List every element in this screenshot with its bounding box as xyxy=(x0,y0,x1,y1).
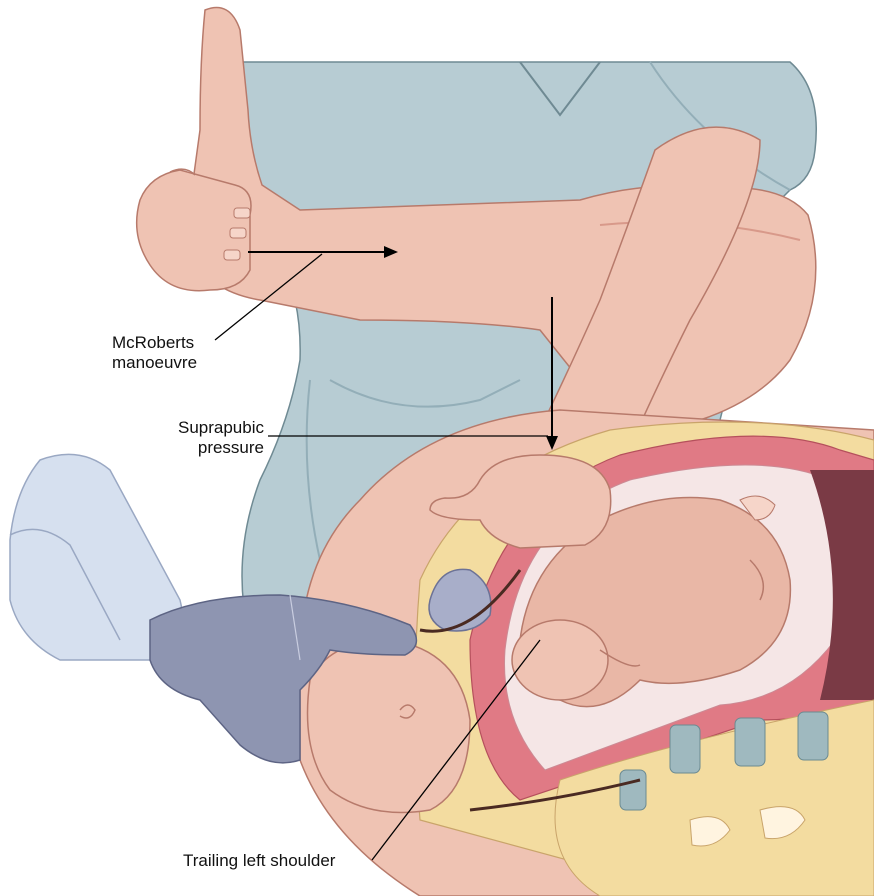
shoulder-text: Trailing left shoulder xyxy=(183,851,335,871)
suprapubic-line2: pressure xyxy=(150,438,264,458)
baby-head xyxy=(308,640,471,813)
hand-on-foot xyxy=(137,169,251,291)
mcroberts-line2: manoeuvre xyxy=(112,353,217,373)
suprapubic-line1: Suprapubic xyxy=(150,418,264,438)
suprapubic-label: Suprapubic pressure xyxy=(150,418,264,458)
mcroberts-label: McRoberts manoeuvre xyxy=(112,333,217,373)
mcroberts-line1: McRoberts xyxy=(112,333,217,353)
shoulder-label: Trailing left shoulder xyxy=(183,851,335,871)
